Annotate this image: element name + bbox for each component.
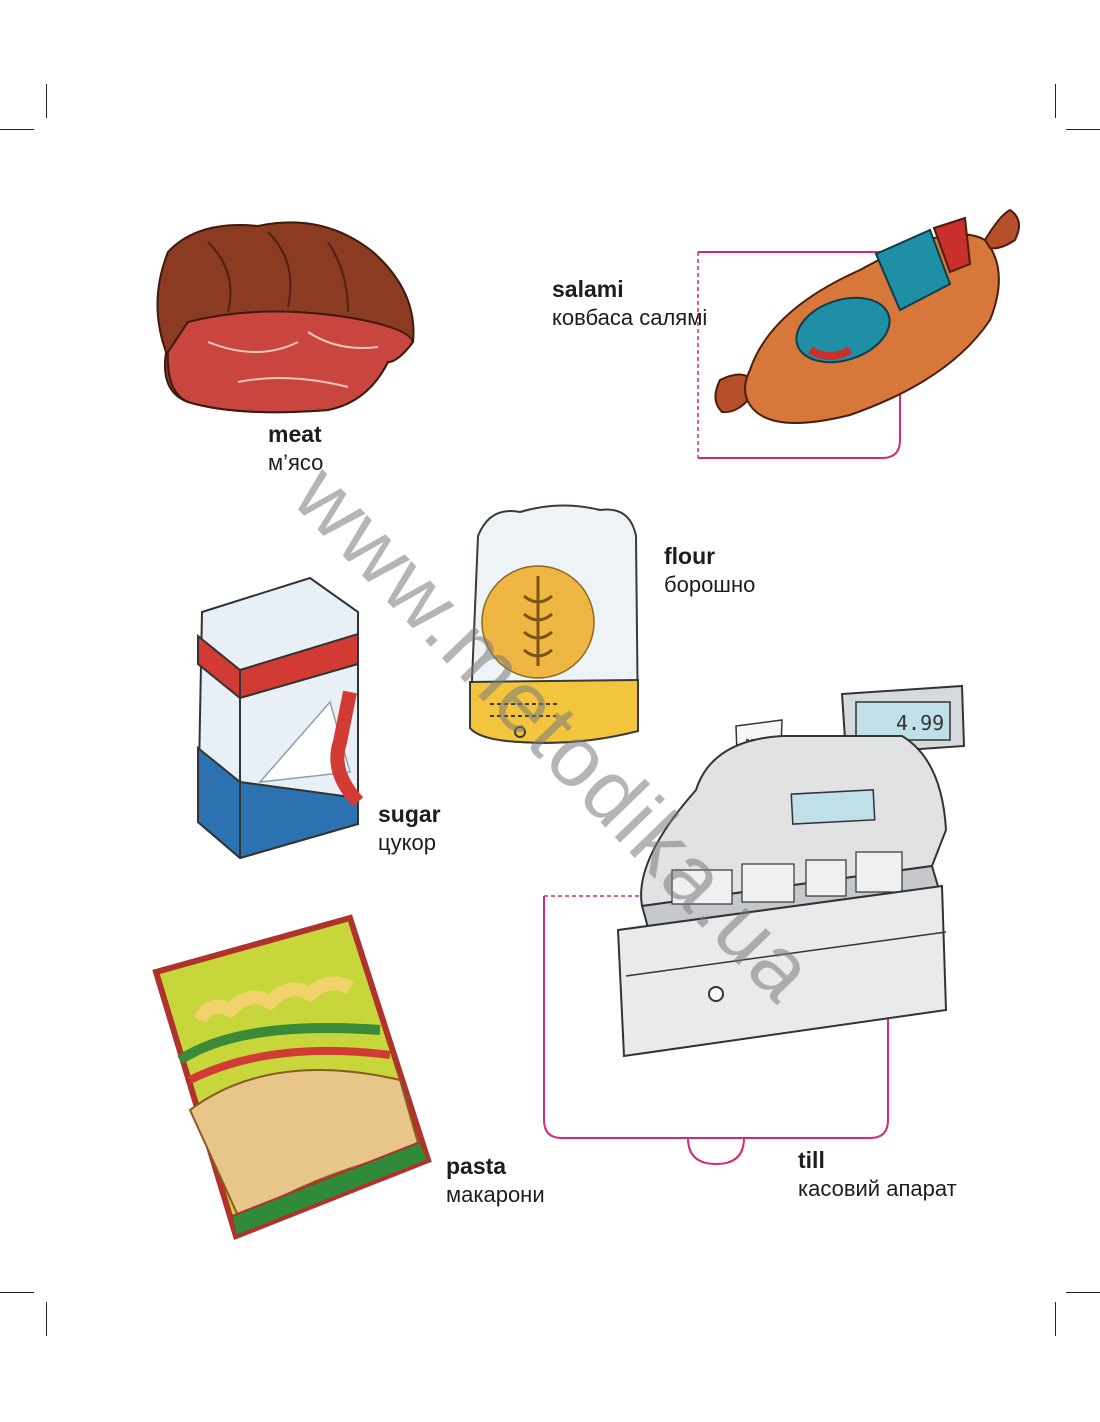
flour-uk: борошно <box>664 571 756 597</box>
meat-label: meat м’ясо <box>268 420 323 476</box>
pasta-illustration <box>152 914 432 1240</box>
crop-mark <box>0 1292 34 1293</box>
salami-label: salami ковбаса салямі <box>552 275 707 331</box>
till-uk: касовий апарат <box>798 1175 957 1201</box>
meat-en: meat <box>268 421 322 447</box>
crop-mark <box>46 1302 47 1336</box>
pasta-label: pasta макарони <box>446 1152 545 1208</box>
till-label: till касовий апарат <box>798 1146 957 1202</box>
pasta-uk: макарони <box>446 1181 545 1207</box>
crop-mark <box>0 129 34 130</box>
salami-illustration <box>714 208 1020 424</box>
salami-en: salami <box>552 276 624 302</box>
meat-uk: м’ясо <box>268 449 324 475</box>
crop-mark <box>1055 84 1056 118</box>
crop-mark <box>1066 129 1100 130</box>
pasta-en: pasta <box>446 1153 507 1179</box>
till-en: till <box>798 1147 825 1173</box>
sugar-label: sugar цукор <box>378 800 441 856</box>
till-top-display: 4.99 <box>896 711 944 735</box>
salami-uk: ковбаса салямі <box>552 304 708 330</box>
crop-mark <box>1055 1302 1056 1336</box>
crop-mark <box>46 84 47 118</box>
flour-label: flour борошно <box>664 542 755 598</box>
meat-illustration <box>156 221 415 414</box>
flour-en: flour <box>664 543 716 569</box>
crop-mark <box>1066 1292 1100 1293</box>
till-illustration: 4.99 <box>616 684 966 1058</box>
sugar-uk: цукор <box>378 829 436 855</box>
sugar-en: sugar <box>378 801 441 827</box>
sugar-illustration <box>196 576 364 860</box>
flour-illustration <box>468 504 640 744</box>
